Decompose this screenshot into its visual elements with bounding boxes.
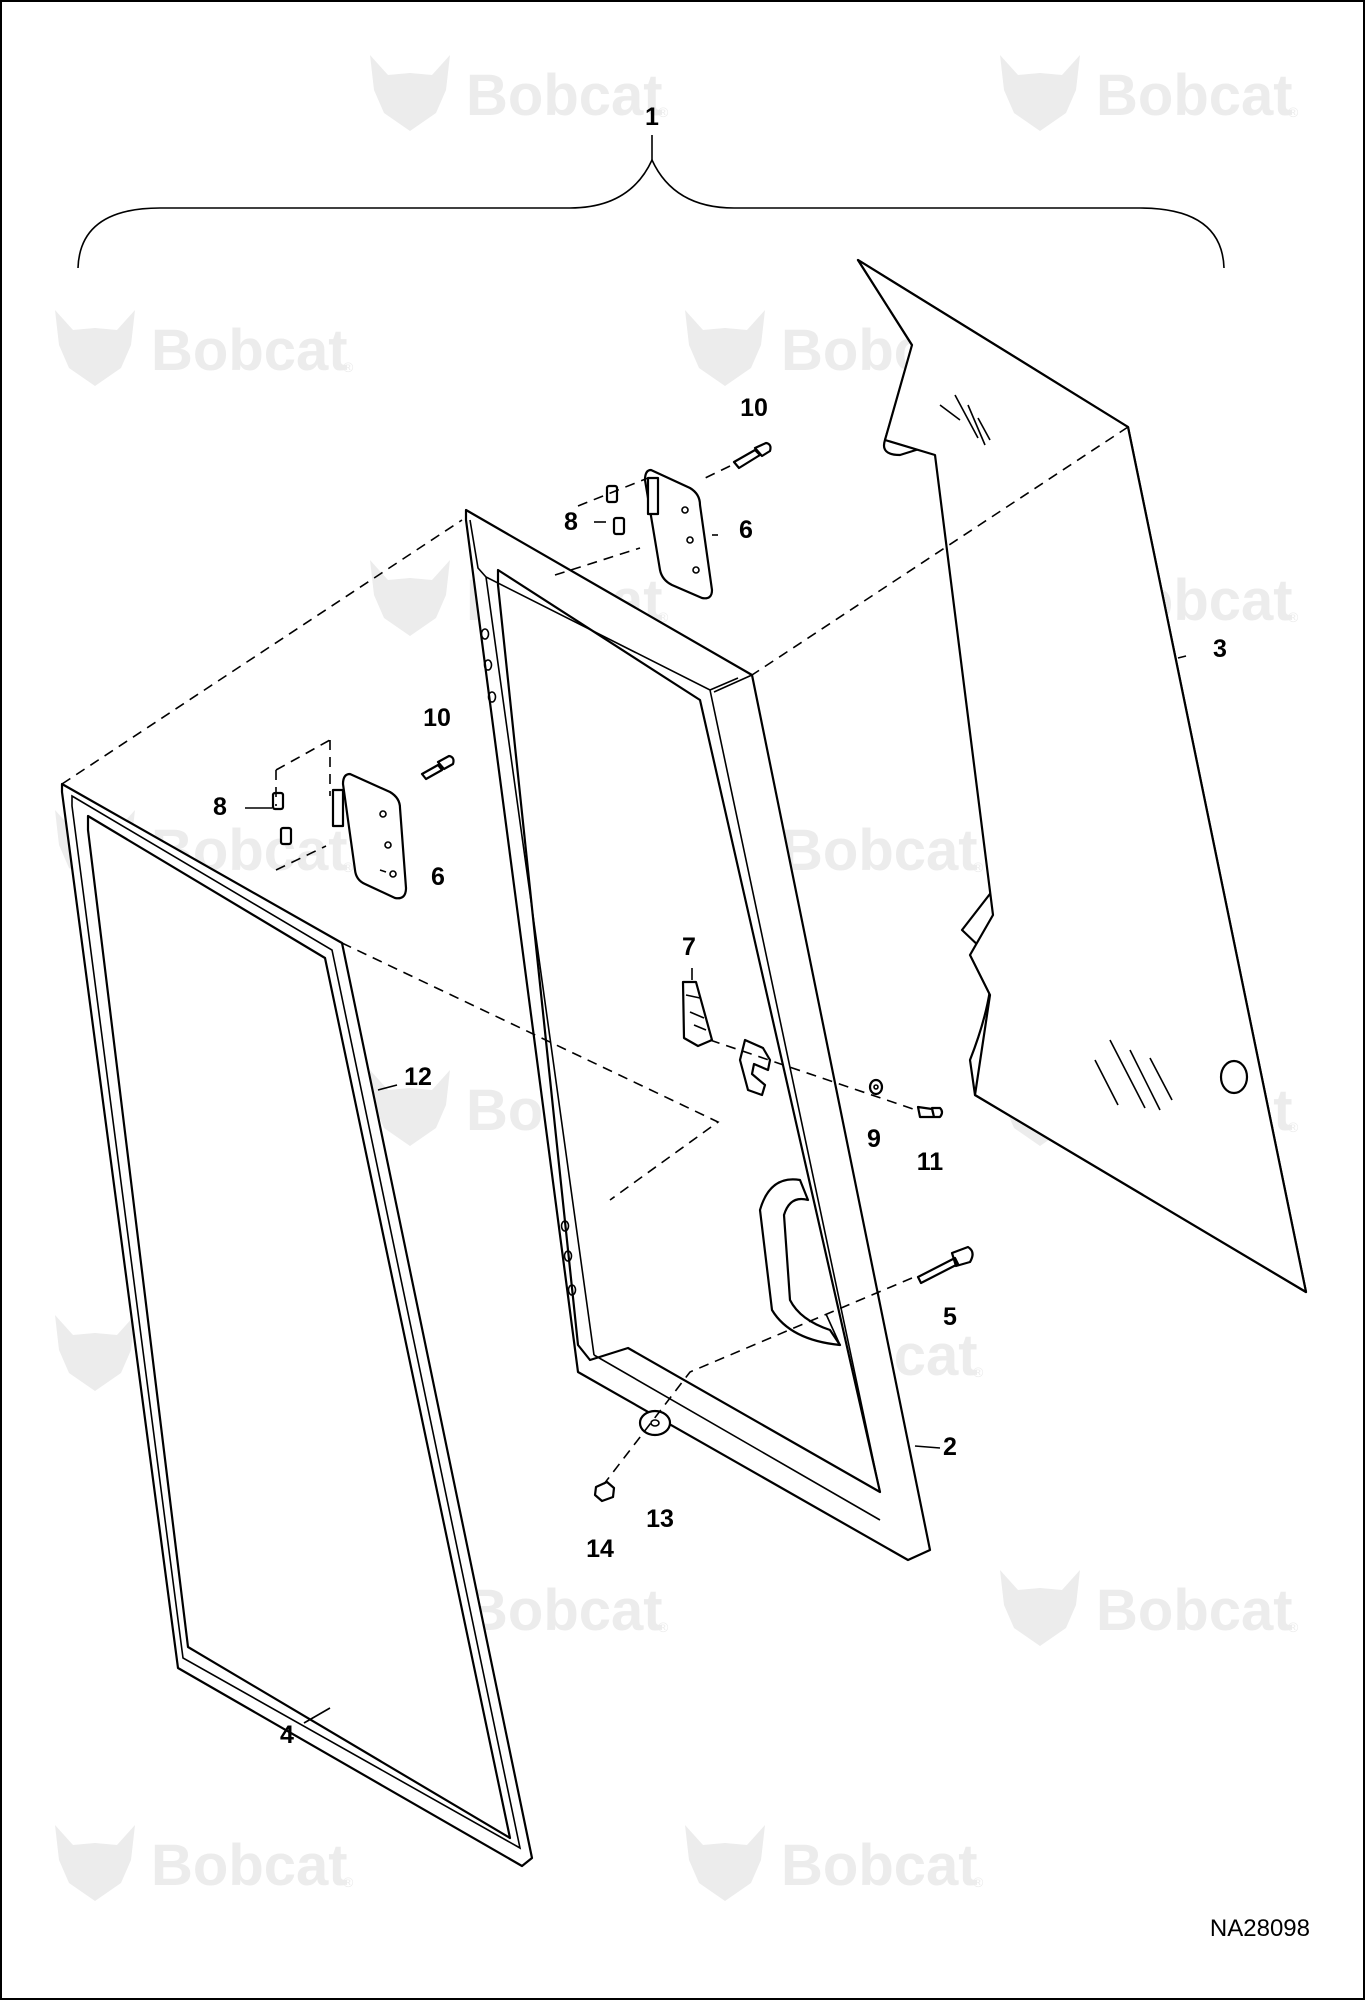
upper-pin-1 xyxy=(605,484,619,504)
bobcat-watermark: Bobcat® xyxy=(55,310,354,386)
watermark-registered-mark: ® xyxy=(1288,1119,1299,1135)
bobcat-logo-icon xyxy=(370,55,450,131)
watermark-registered-mark: ® xyxy=(1288,104,1299,120)
door-frame-rail xyxy=(469,519,881,1521)
upper-hinge-hole-2 xyxy=(686,536,694,544)
upper-hinge-knuckle xyxy=(646,476,660,516)
callout-2: 2 xyxy=(943,1433,957,1461)
assembly-dash-lines xyxy=(61,426,1129,1485)
bobcat-watermark: Bobcat® xyxy=(685,1825,984,1901)
callout-5: 5 xyxy=(943,1303,957,1331)
callout-1: 1 xyxy=(645,103,659,131)
watermark-brand-text: Bobcat xyxy=(781,1833,978,1898)
callout-12: 12 xyxy=(404,1063,432,1091)
callout-6-upper: 6 xyxy=(739,516,753,544)
handle-bolt xyxy=(916,1245,974,1285)
callout-11: 11 xyxy=(917,1148,944,1176)
bobcat-logo-icon xyxy=(685,1825,765,1901)
seal-frame-gasket xyxy=(71,794,522,1850)
latch-screw xyxy=(916,1105,944,1119)
bobcat-watermark: Bobcat® xyxy=(55,1825,354,1901)
watermark-registered-mark: ® xyxy=(658,609,669,625)
bobcat-logo-icon xyxy=(55,1825,135,1901)
bobcat-logo-icon xyxy=(1000,55,1080,131)
watermark-registered-mark: ® xyxy=(1288,1619,1299,1635)
lower-hinge-knuckle xyxy=(331,788,345,828)
watermark-brand-text: Bobcat xyxy=(151,318,348,383)
callout-8-upper: 8 xyxy=(564,508,578,536)
callout-7: 7 xyxy=(682,933,696,961)
watermark-brand-text: Bobcat xyxy=(1096,63,1293,128)
callout-leaders xyxy=(245,521,1187,1724)
bobcat-logo-icon xyxy=(55,310,135,386)
lower-hinge-hole-2 xyxy=(384,841,392,849)
flat-washer xyxy=(638,1409,672,1437)
callout-10-upper: 10 xyxy=(740,394,768,422)
door-handle xyxy=(758,1178,842,1347)
flat-washer-hole xyxy=(650,1419,660,1427)
small-washer-hole xyxy=(873,1084,879,1090)
frame-latch-bracket xyxy=(738,1038,772,1097)
hex-nut xyxy=(593,1480,616,1503)
upper-bolt xyxy=(732,441,772,470)
small-washer xyxy=(868,1078,884,1096)
callout-14: 14 xyxy=(586,1535,614,1563)
handle-mount xyxy=(825,1313,841,1346)
watermark-brand-text: Bobcat xyxy=(151,1833,348,1898)
bobcat-watermark: Bobcat® xyxy=(1000,55,1299,131)
bobcat-watermark: Bobcat® xyxy=(1000,1570,1299,1646)
bobcat-watermark: Bobcat® xyxy=(370,55,669,131)
watermark-brand-text: Bobcat xyxy=(466,1578,663,1643)
bobcat-logo-icon xyxy=(1000,1570,1080,1646)
bobcat-logo-icon xyxy=(55,1315,135,1391)
watermark-registered-mark: ® xyxy=(973,1874,984,1890)
callout-13: 13 xyxy=(646,1505,674,1533)
watermark-registered-mark: ® xyxy=(973,859,984,875)
watermark-registered-mark: ® xyxy=(343,1874,354,1890)
upper-hinge-plate xyxy=(643,468,714,600)
watermark-brand-text: Bobcat xyxy=(781,818,978,883)
watermark-brand-text: Bobcat xyxy=(1096,1578,1293,1643)
watermark-registered-mark: ® xyxy=(343,359,354,375)
callout-10-lower: 10 xyxy=(423,704,451,732)
assembly-bracket xyxy=(77,158,1225,269)
watermark-registered-mark: ® xyxy=(658,104,669,120)
lower-bolt xyxy=(420,754,455,781)
seal-frame-inner xyxy=(86,814,512,1840)
callout-6-lower: 6 xyxy=(431,863,445,891)
glass-reflection-marks xyxy=(939,394,1173,1111)
watermark-registered-mark: ® xyxy=(973,1364,984,1380)
upper-pin-2 xyxy=(612,516,626,536)
watermark-registered-mark: ® xyxy=(1288,609,1299,625)
lower-hinge-hole-1 xyxy=(379,810,387,818)
watermark-brand-text: Bobcat xyxy=(466,63,663,128)
lower-pin-2 xyxy=(279,826,293,846)
glass-outline xyxy=(856,258,1308,1294)
lower-hinge-plate xyxy=(341,772,408,900)
bobcat-logo-icon xyxy=(370,560,450,636)
bobcat-logo-icon xyxy=(685,310,765,386)
latch-detail xyxy=(685,994,707,1031)
upper-hinge-hole-1 xyxy=(681,506,689,514)
drawing-id: NA28098 xyxy=(1210,1915,1310,1942)
lower-hinge-hole-3 xyxy=(389,870,397,878)
frame-hinge-holes xyxy=(480,628,577,1296)
callout-9: 9 xyxy=(867,1125,881,1153)
bobcat-logo-icon xyxy=(370,1070,450,1146)
glass-hole xyxy=(1219,1059,1249,1095)
lower-pin-1 xyxy=(271,791,285,811)
callout-3: 3 xyxy=(1213,635,1227,663)
callout-4: 4 xyxy=(280,1721,294,1749)
watermark-registered-mark: ® xyxy=(658,1619,669,1635)
upper-hinge-hole-3 xyxy=(692,566,700,574)
callout-8-lower: 8 xyxy=(213,793,227,821)
watermark-registered-mark: ® xyxy=(343,859,354,875)
